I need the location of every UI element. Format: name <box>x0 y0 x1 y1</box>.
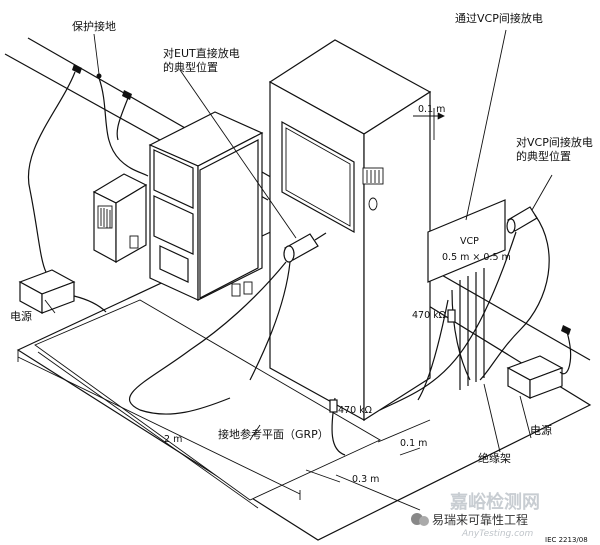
label-eut-discharge-2: 的典型位置 <box>163 60 218 74</box>
esd-gun-eut <box>283 232 327 263</box>
label-insulating-stand: 绝缘架 <box>478 451 511 465</box>
earth-clamp-3 <box>561 325 571 335</box>
label-eut-discharge-1: 对EUT直接放电 <box>163 46 240 60</box>
dimension-bottom <box>305 419 431 511</box>
resistor-grp <box>329 399 338 413</box>
eut-cabinet <box>148 111 264 301</box>
large-cabinet <box>268 39 432 422</box>
label-vcp-indirect: 通过VCP间接放电 <box>455 11 543 25</box>
peripheral-unit <box>92 173 148 264</box>
vertical-coupling-plane <box>427 199 506 390</box>
label-dim-03m: 0.3 m <box>352 474 379 485</box>
watermark-wechat: 易瑞来可靠性工程 <box>432 512 528 527</box>
label-grp: 接地参考平面（GRP） <box>218 427 329 441</box>
watermark-main: 嘉峪检测网 <box>449 491 540 513</box>
leader-lines <box>44 29 553 453</box>
label-dim-2m: 2 m <box>164 434 182 445</box>
label-dim-01m-bottom: 0.1 m <box>400 438 427 449</box>
watermark-site: AnyTesting.com <box>461 529 534 539</box>
dimension-2m <box>17 350 301 500</box>
cables <box>27 71 572 456</box>
label-resistor-vcp: 470 kΩ <box>412 310 446 321</box>
label-vcp-typical-1: 对VCP间接放电 <box>516 135 593 149</box>
dimension-01m-top <box>413 108 445 140</box>
wechat-icon <box>411 513 429 526</box>
label-power-left: 电源 <box>10 309 32 323</box>
earth-clamp-2 <box>122 90 132 100</box>
resistor-vcp <box>447 309 456 323</box>
label-vcp-title: VCP <box>460 236 479 247</box>
label-dim-01m-top: 0.1 m <box>418 104 445 115</box>
label-power-right: 电源 <box>530 423 552 437</box>
label-vcp-size: 0.5 m × 0.5 m <box>442 252 511 263</box>
esd-gun-vcp <box>506 206 538 234</box>
earth-clamp-1 <box>72 64 82 74</box>
power-supply-right <box>506 355 564 400</box>
label-resistor-grp: 470 kΩ <box>338 405 372 416</box>
power-supply-left <box>18 269 76 315</box>
label-iec-ref: IEC 2213/08 <box>545 536 588 544</box>
label-protective-earth: 保护接地 <box>72 19 116 33</box>
label-vcp-typical-2: 的典型位置 <box>516 149 571 163</box>
